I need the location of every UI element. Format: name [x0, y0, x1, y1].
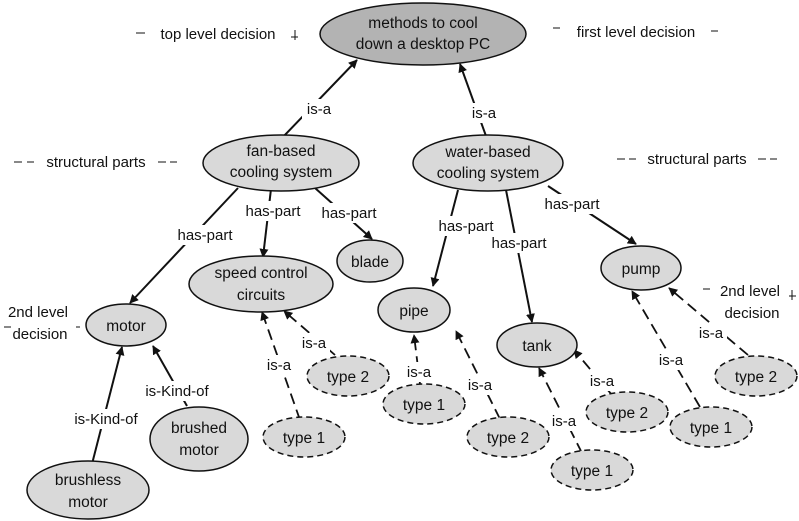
annotation-second-level-right-line1: 2nd level — [720, 283, 780, 300]
edge-water-pipe — [430, 189, 459, 287]
node-pump-type1: type 1 — [669, 406, 753, 448]
node-brushed-motor: brushed motor — [149, 406, 249, 472]
node-pump-type2: type 2 — [714, 355, 798, 397]
edge-label-fan-speed: has-part — [245, 203, 301, 220]
node-motor-label: motor — [106, 318, 146, 335]
edge-label-pipe-type1: is-a — [407, 364, 432, 381]
node-pipe-type1-label: type 1 — [403, 397, 445, 414]
annotation-second-level-right-line2: decision — [724, 305, 779, 322]
node-speed-type2: type 2 — [306, 355, 390, 397]
node-tank-type2-label: type 2 — [606, 405, 648, 422]
node-water-based-cooling-system: water-based cooling system — [412, 134, 564, 192]
node-pipe-type1: type 1 — [382, 383, 466, 425]
node-fan-line1: fan-based — [247, 143, 316, 160]
node-pipe-type2: type 2 — [466, 416, 550, 458]
node-speed-control-circuits: speed control circuits — [188, 255, 334, 313]
node-brushed-line1: brushed — [171, 420, 227, 437]
node-root-line1: methods to cool — [368, 15, 477, 32]
edge-label-fan-motor: has-part — [177, 227, 233, 244]
node-brushless-motor: brushless motor — [26, 460, 150, 520]
node-pump: pump — [600, 245, 682, 291]
node-fan-based-cooling-system: fan-based cooling system — [202, 134, 360, 192]
edge-label-water-tank: has-part — [491, 235, 547, 252]
node-root: methods to cool down a desktop PC — [319, 2, 527, 66]
annotation-second-level-left-line2: decision — [12, 326, 67, 343]
edge-label-pump-type1: is-a — [659, 352, 684, 369]
node-fan-line2: cooling system — [230, 164, 333, 181]
node-speed-line1: speed control — [214, 265, 307, 282]
edge-label-water-root: is-a — [472, 105, 497, 122]
edge-label-pump-type2: is-a — [699, 325, 724, 342]
annotations: top level decision first level decision … — [4, 24, 796, 343]
annotation-second-level-left-line1: 2nd level — [8, 304, 68, 321]
annotation-top-level: top level decision — [160, 26, 275, 43]
edge-label-speed-type2: is-a — [302, 335, 327, 352]
edge-label-tank-type1: is-a — [552, 413, 577, 430]
node-pump-label: pump — [622, 261, 661, 278]
node-tank-label: tank — [522, 338, 552, 355]
node-brushless-line2: motor — [68, 494, 108, 511]
edge-label-brushless-motor: is-Kind-of — [74, 411, 138, 428]
node-tank-type2: type 2 — [585, 391, 669, 433]
edge-label-water-pump: has-part — [544, 196, 600, 213]
edge-fan-speed — [259, 188, 272, 258]
edge-label-water-pipe: has-part — [438, 218, 494, 235]
node-pipe: pipe — [377, 287, 451, 333]
node-brushless-line1: brushless — [55, 472, 122, 489]
nodes: methods to cool down a desktop PC fan-ba… — [26, 2, 682, 520]
node-blade-label: blade — [351, 254, 389, 271]
edge-label-tank-type2: is-a — [590, 373, 615, 390]
edge-label-speed-type1: is-a — [267, 357, 292, 374]
edge-speed-type2 — [283, 310, 336, 356]
edge-water-root — [458, 63, 487, 137]
edge-fan-motor — [129, 187, 239, 304]
edge-label-brushed-motor: is-Kind-of — [145, 383, 209, 400]
edge-pump-type1 — [631, 290, 701, 408]
node-pipe-label: pipe — [399, 303, 428, 320]
node-blade: blade — [336, 239, 404, 283]
edge-label-fan-blade: has-part — [321, 205, 377, 222]
edge-label-pipe-type2: is-a — [468, 377, 493, 394]
node-tank: tank — [496, 322, 578, 368]
node-speed-type2-label: type 2 — [327, 369, 369, 386]
annotation-structural-right: structural parts — [647, 151, 746, 168]
node-pump-type1-label: type 1 — [690, 420, 732, 437]
node-speed-type1: type 1 — [262, 416, 346, 458]
node-pump-type2-label: type 2 — [735, 369, 777, 386]
node-brushed-line2: motor — [179, 442, 219, 459]
node-tank-type1-label: type 1 — [571, 463, 613, 480]
node-tank-type1: type 1 — [550, 449, 634, 491]
annotation-first-level: first level decision — [577, 24, 695, 41]
node-pipe-type2-label: type 2 — [487, 430, 529, 447]
edge-water-tank — [505, 189, 535, 323]
edge-pump-type2 — [668, 287, 749, 356]
node-root-line2: down a desktop PC — [356, 36, 490, 53]
edge-labels: is-a is-a has-part has-part has-part has… — [64, 99, 727, 431]
node-motor: motor — [85, 303, 167, 347]
edge-brushless-motor — [91, 346, 125, 465]
node-water-line2: cooling system — [437, 165, 540, 182]
edge-label-fan-root: is-a — [307, 101, 332, 118]
annotation-structural-left: structural parts — [46, 154, 145, 171]
node-speed-type1-label: type 1 — [283, 430, 325, 447]
type-nodes: type 1 type 2 type 1 type 2 type 1 type … — [262, 355, 798, 491]
node-water-line1: water-based — [444, 144, 530, 161]
node-speed-line2: circuits — [237, 287, 285, 304]
